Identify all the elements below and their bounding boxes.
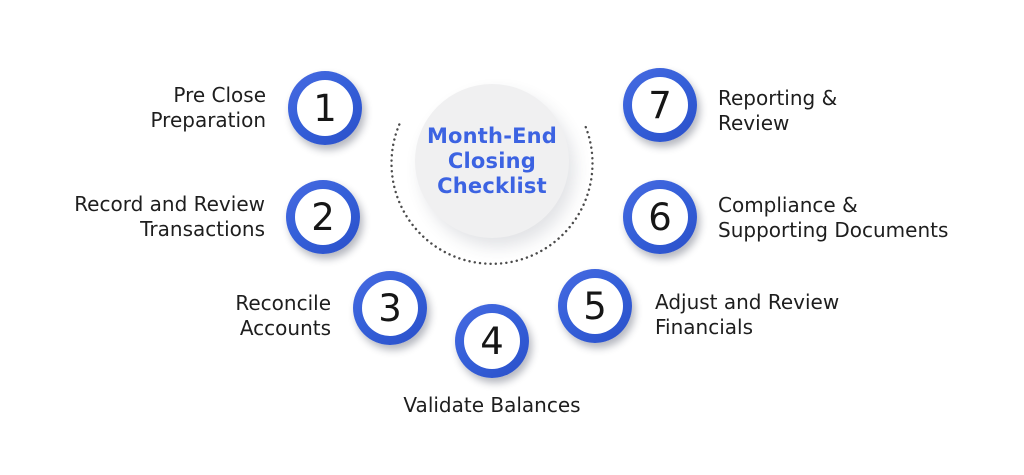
step-2-label: Record and Review Transactions <box>74 192 265 241</box>
step-3-label: Reconcile Accounts <box>235 291 331 340</box>
step-7-circle-inner: 7 <box>632 77 688 133</box>
step-3-circle-inner: 3 <box>362 280 418 336</box>
step-7-label: Reporting & Review <box>718 86 838 135</box>
step-1-label: Pre Close Preparation <box>150 83 266 132</box>
step-4-label: Validate Balances <box>403 393 581 417</box>
step-4-circle-inner: 4 <box>464 313 520 369</box>
step-5-circle-inner: 5 <box>567 278 623 334</box>
step-5-label: Adjust and Review Financials <box>655 290 840 339</box>
center-circle: Month-End Closing Checklist <box>415 84 569 238</box>
step-2-circle-inner: 2 <box>295 189 351 245</box>
step-3-circle: 3 <box>353 271 427 345</box>
step-4-number: 4 <box>480 319 504 363</box>
step-6-circle-inner: 6 <box>632 189 688 245</box>
step-1-circle-inner: 1 <box>297 80 353 136</box>
step-2-number: 2 <box>311 195 335 239</box>
diagram-title: Month-End Closing Checklist <box>426 123 558 198</box>
step-7-circle: 7 <box>623 68 697 142</box>
step-5-number: 5 <box>583 284 607 328</box>
step-6-number: 6 <box>648 195 672 239</box>
step-6-circle: 6 <box>623 180 697 254</box>
step-3-number: 3 <box>378 286 402 330</box>
step-2-circle: 2 <box>286 180 360 254</box>
step-4-circle: 4 <box>455 304 529 378</box>
step-6-label: Compliance & Supporting Documents <box>718 193 949 242</box>
step-7-number: 7 <box>648 83 672 127</box>
step-1-number: 1 <box>313 86 337 130</box>
step-1-circle: 1 <box>288 71 362 145</box>
step-5-circle: 5 <box>558 269 632 343</box>
